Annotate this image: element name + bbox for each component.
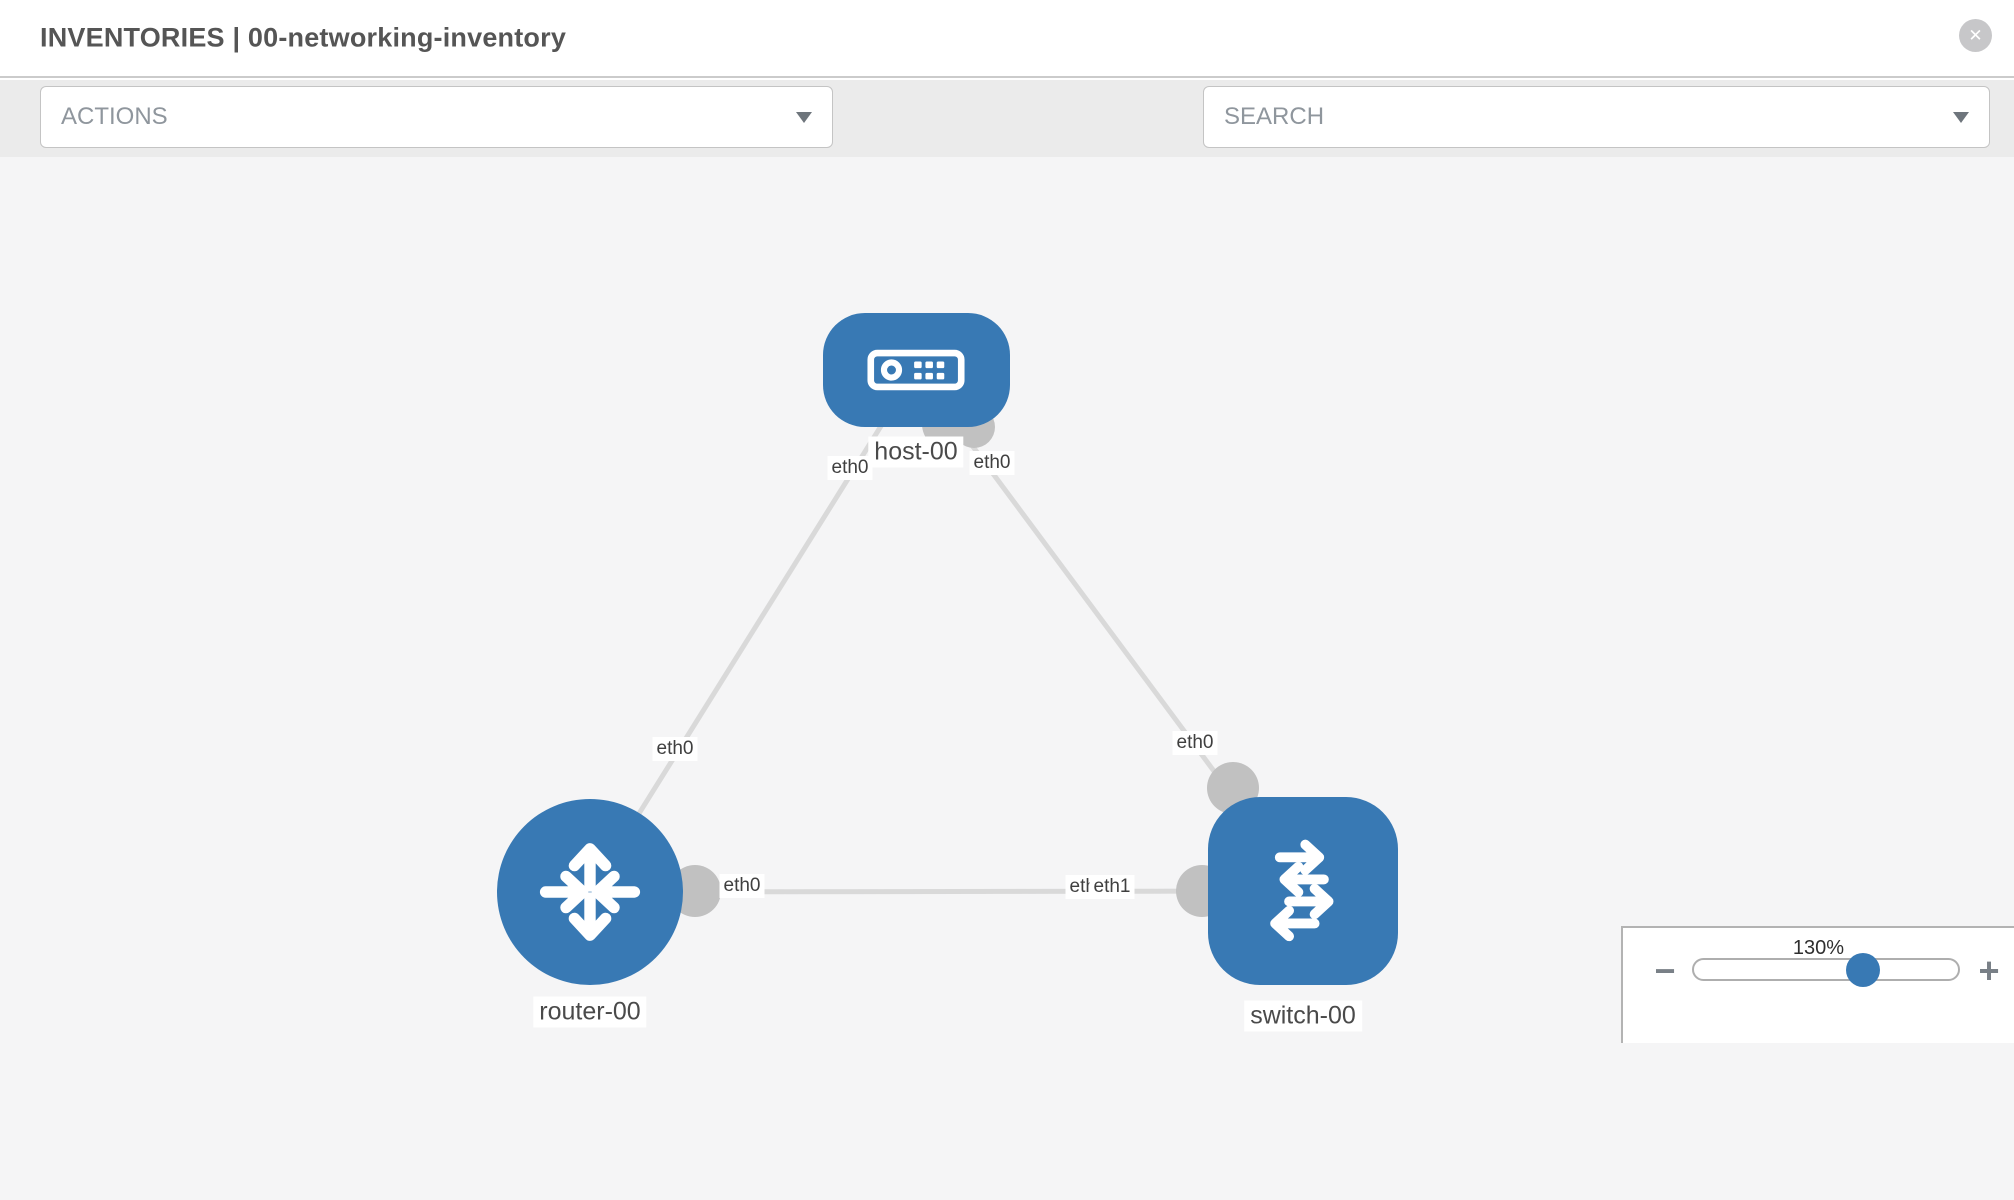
interface-label: eth0: [827, 456, 873, 480]
zoom-slider-track[interactable]: [1692, 958, 1960, 981]
interface-label: eth0: [719, 874, 765, 898]
zoom-control-panel: 130% − +: [1621, 926, 2014, 1043]
node-switch-00[interactable]: [1208, 797, 1398, 985]
close-button[interactable]: ✕: [1959, 19, 1992, 52]
close-icon: ✕: [1968, 25, 1983, 45]
toolbar: ACTIONS SEARCH: [0, 80, 2014, 208]
router-icon: [539, 843, 641, 941]
chevron-down-icon: [796, 111, 812, 123]
zoom-out-button[interactable]: −: [1654, 950, 1676, 991]
zoom-level-readout: 130%: [1792, 937, 1845, 959]
node-label-switch-00: switch-00: [1244, 1000, 1362, 1032]
links-layer: [587, 368, 1306, 895]
switch-icon: [1270, 839, 1334, 942]
header: INVENTORIES | 00-networking-inventory ✕: [0, 0, 2014, 78]
page-title: INVENTORIES | 00-networking-inventory: [40, 22, 567, 53]
interface-label: eth0: [652, 737, 698, 761]
zoom-slider-thumb[interactable]: [1846, 953, 1881, 987]
chevron-down-icon: [1953, 111, 1969, 123]
node-host-00[interactable]: [822, 313, 1010, 427]
actions-dropdown-label: ACTIONS: [61, 103, 168, 130]
zoom-in-button[interactable]: +: [1978, 950, 2000, 991]
actions-dropdown[interactable]: ACTIONS: [40, 86, 833, 148]
interface-label: eth0: [969, 451, 1015, 475]
interface-label: eth1: [1089, 875, 1135, 899]
search-dropdown[interactable]: SEARCH: [1203, 86, 1990, 148]
search-dropdown-label: SEARCH: [1224, 103, 1325, 130]
node-router-00[interactable]: [497, 799, 683, 985]
node-label-router-00: router-00: [533, 996, 647, 1028]
host-icon: [867, 349, 965, 391]
interface-label: eth0: [1172, 731, 1218, 755]
node-label-host-00: host-00: [868, 436, 964, 468]
topology-canvas[interactable]: host-00 router-00 switch-00 eth0 eth0 eth0 e…: [0, 157, 2014, 1200]
